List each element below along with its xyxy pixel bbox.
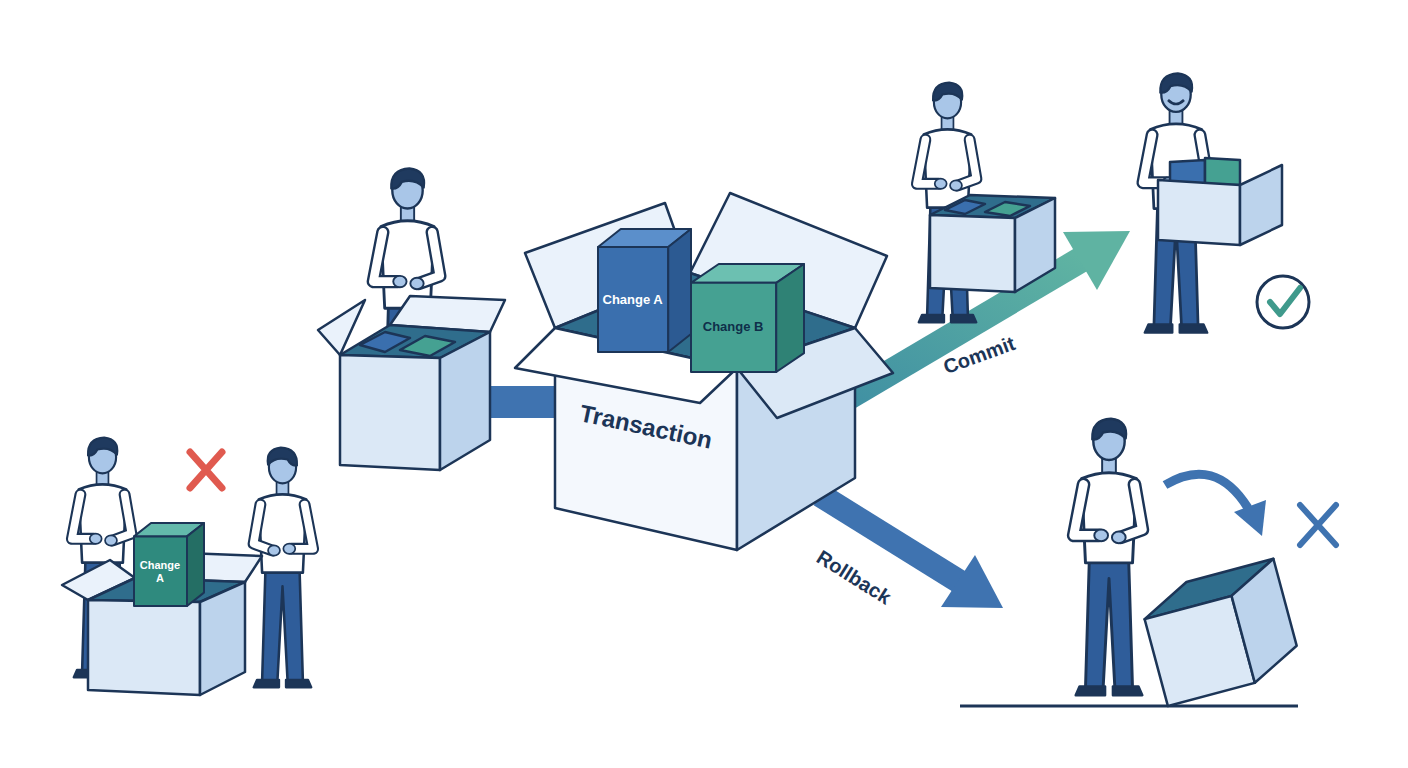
- discard-arrow-head: [1234, 500, 1266, 536]
- rollback-arrow-head: [941, 555, 1003, 608]
- cube-label: Change A: [597, 247, 668, 353]
- carrying-person: [917, 83, 1055, 323]
- box-front: [930, 215, 1015, 292]
- smile: [1168, 100, 1184, 104]
- box-side: [1240, 165, 1282, 245]
- commit-arrow-head: [1063, 231, 1130, 290]
- change-cube: Change A: [597, 228, 692, 353]
- box-side: [440, 332, 490, 470]
- ground-line: [960, 705, 1298, 708]
- cube-label: Change A: [133, 536, 187, 607]
- box-side: [200, 582, 245, 695]
- box-front: [88, 600, 200, 695]
- error-cross: [190, 452, 222, 488]
- box-front: [1158, 180, 1240, 245]
- discard-arrow: [1165, 474, 1248, 508]
- box-side: [1225, 559, 1303, 683]
- cancel-cross: [1300, 505, 1336, 545]
- person-figure: [254, 448, 314, 688]
- cube-front: [691, 283, 776, 372]
- person-figure: [1074, 419, 1143, 695]
- cube-outline: [597, 228, 692, 353]
- discarding-person: [1074, 419, 1303, 706]
- change-cube: Change A: [133, 522, 205, 607]
- flow-label: Rollback: [812, 546, 895, 610]
- box-side: [1015, 198, 1055, 292]
- check-mark: [1270, 288, 1300, 314]
- box-front: [340, 355, 440, 470]
- small-cube: [400, 336, 455, 356]
- cube-side: [776, 264, 804, 372]
- packing-person: [318, 169, 505, 470]
- change-cube: Change B: [690, 263, 805, 373]
- cube-front: [134, 536, 187, 606]
- cube-side: [187, 523, 204, 606]
- small-cube: [1205, 158, 1240, 185]
- cube-side: [668, 229, 691, 352]
- transaction-box: Change AChange BTransaction: [515, 178, 895, 553]
- small-cube: [945, 200, 985, 214]
- cube-label: Change B: [690, 283, 776, 373]
- rollback-arrow: [820, 495, 1003, 608]
- cube-outline: [690, 263, 805, 373]
- check-circle: [1257, 276, 1309, 328]
- cube-front: [598, 247, 668, 352]
- conflicting-persons: [62, 438, 313, 695]
